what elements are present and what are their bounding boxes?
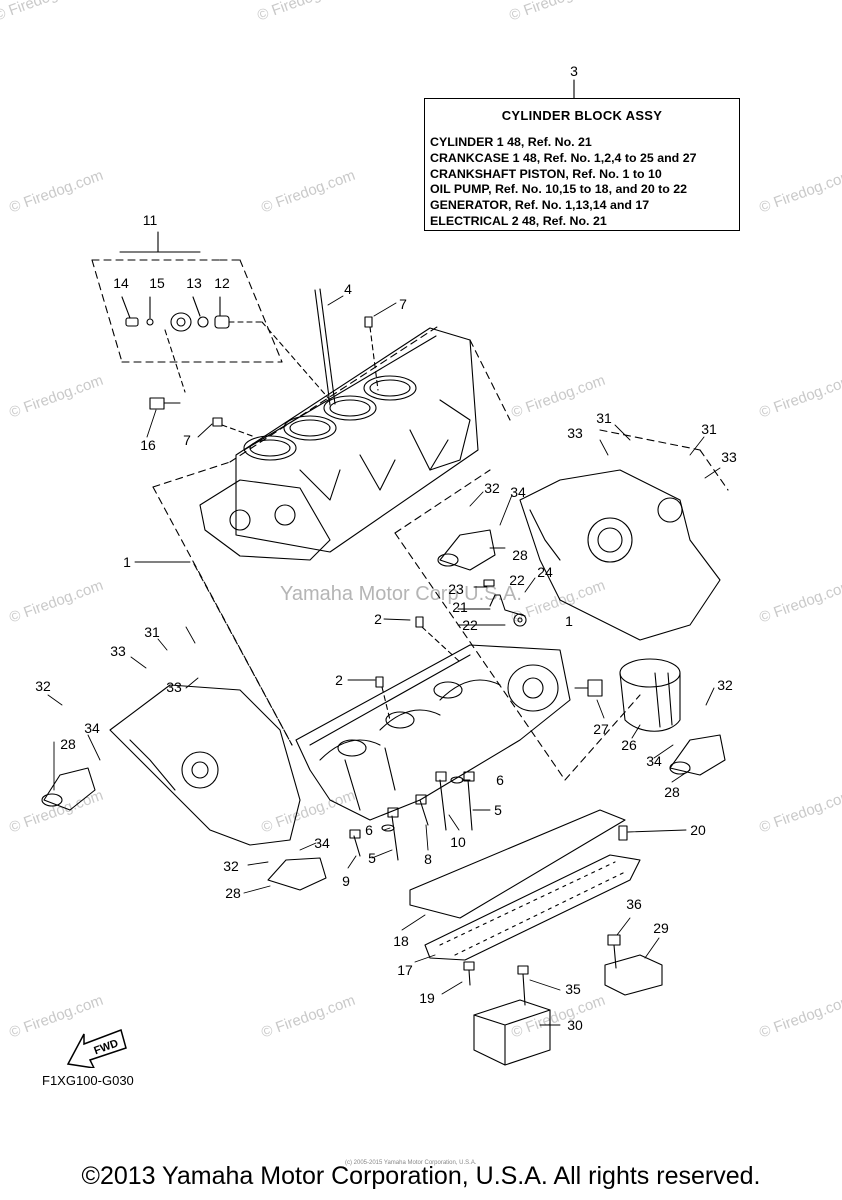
oil-filter-drawing xyxy=(574,658,681,732)
part-number-label: 28 xyxy=(664,784,680,800)
part-number-label: 18 xyxy=(393,933,409,949)
callout-line: ELECTRICAL 2 48, Ref. No. 21 xyxy=(430,213,607,228)
part-number-label: 12 xyxy=(214,275,230,291)
part-number-label: 34 xyxy=(510,484,526,500)
part-number-label: 32 xyxy=(223,858,239,874)
part-number-label: 31 xyxy=(144,624,160,640)
part-number-label: 28 xyxy=(60,736,76,752)
engine-mounts xyxy=(41,529,726,891)
part-number-label: 20 xyxy=(690,822,706,838)
fwd-arrow-icon: FWD xyxy=(66,1029,127,1068)
part-number-label: 8 xyxy=(424,851,432,867)
part-number-label: 31 xyxy=(701,421,717,437)
part-number-label: 9 xyxy=(342,873,350,889)
crankcase-dashed-outline xyxy=(152,324,729,781)
part-number-label: 1 xyxy=(123,554,131,570)
part-number-label: 16 xyxy=(140,437,156,453)
part-number-label: 28 xyxy=(225,885,241,901)
part-number-label: 22 xyxy=(509,572,525,588)
callout-title: CYLINDER BLOCK ASSY xyxy=(501,108,663,123)
part-number-label: 10 xyxy=(450,834,466,850)
part-number-label: 32 xyxy=(717,677,733,693)
crankcase-lower-drawing xyxy=(295,644,571,821)
left-cover-drawing xyxy=(109,684,301,846)
part-number-label: 31 xyxy=(596,410,612,426)
part-number-label: 21 xyxy=(452,599,468,615)
part-number-label: 28 xyxy=(512,547,528,563)
callout-line: CYLINDER 1 48, Ref. No. 21 xyxy=(430,135,592,149)
part-number-label: 2 xyxy=(335,672,343,688)
callout-ref-number: 3 xyxy=(570,63,578,79)
callout-line: OIL PUMP, Ref. No. 10,15 to 18, and 20 t… xyxy=(430,182,688,197)
right-cover-drawing xyxy=(519,469,721,641)
part-number-label: 4 xyxy=(344,281,352,297)
part-number-label: 7 xyxy=(399,296,407,312)
leader-lines xyxy=(47,295,721,1026)
part-number-label: 32 xyxy=(35,678,51,694)
callout-line: CRANKSHAFT PISTON, Ref. No. 1 to 10 xyxy=(430,166,662,181)
part-number-label: 33 xyxy=(567,425,583,441)
part-number-label: 27 xyxy=(593,721,609,737)
group-11-bracket xyxy=(91,231,283,363)
part-number-label: 26 xyxy=(621,737,637,753)
part-number-label: 6 xyxy=(496,772,504,788)
part-number-label: 34 xyxy=(646,753,662,769)
part-number-label: 35 xyxy=(565,981,581,997)
part-number-label: 15 xyxy=(149,275,165,291)
part-number-label: 14 xyxy=(113,275,129,291)
part-number-label: 22 xyxy=(462,617,478,633)
part-number-label: 5 xyxy=(494,802,502,818)
fine-print: (c) 2005-2015 Yamaha Motor Corporation, … xyxy=(345,1160,477,1166)
part-number-label: 23 xyxy=(448,581,464,597)
callout-line: CRANKCASE 1 48, Ref. No. 1,2,4 to 25 and… xyxy=(430,150,697,165)
cylinder-block-callout: CYLINDER BLOCK ASSY CYLINDER 1 48, Ref. … xyxy=(424,98,740,231)
cylinder-block-drawing xyxy=(199,327,479,561)
sensor-parts xyxy=(121,296,331,410)
part-number-label: 24 xyxy=(537,564,553,580)
drawing-code: F1XG100-G030 xyxy=(42,1073,134,1088)
part-number-label: 1 xyxy=(565,613,573,629)
copyright-notice: ©2013 Yamaha Motor Corporation, U.S.A. A… xyxy=(81,1162,761,1190)
oil-pan-gaskets xyxy=(409,809,641,961)
part-number-label: 19 xyxy=(419,990,435,1006)
part-number-label: 2 xyxy=(374,611,382,627)
part-number-label: 17 xyxy=(397,962,413,978)
bolts xyxy=(349,771,475,861)
skid-parts xyxy=(463,934,663,1066)
part-number-label: 33 xyxy=(110,643,126,659)
part-number-label: 30 xyxy=(567,1017,583,1033)
callout-line: GENERATOR, Ref. No. 1,13,14 and 17 xyxy=(430,198,650,213)
part-number-label: 6 xyxy=(365,822,373,838)
part-number-label: 32 xyxy=(484,480,500,496)
part-number-label: 34 xyxy=(84,720,100,736)
part-number-label: 13 xyxy=(186,275,202,291)
part-number-label: 36 xyxy=(626,896,642,912)
part-number-label: 7 xyxy=(183,432,191,448)
part-number-label: 11 xyxy=(142,212,158,228)
part-number-label: 29 xyxy=(653,920,669,936)
part-number-label: 5 xyxy=(368,850,376,866)
center-watermark: Yamaha Motor Corp U.S.A. xyxy=(280,583,522,605)
callout-lines: CYLINDER 1 48, Ref. No. 21 CRANKCASE 1 4… xyxy=(430,135,739,230)
part-number-label: 33 xyxy=(721,449,737,465)
part-number-label: 33 xyxy=(166,679,182,695)
part-number-label: 34 xyxy=(314,835,330,851)
